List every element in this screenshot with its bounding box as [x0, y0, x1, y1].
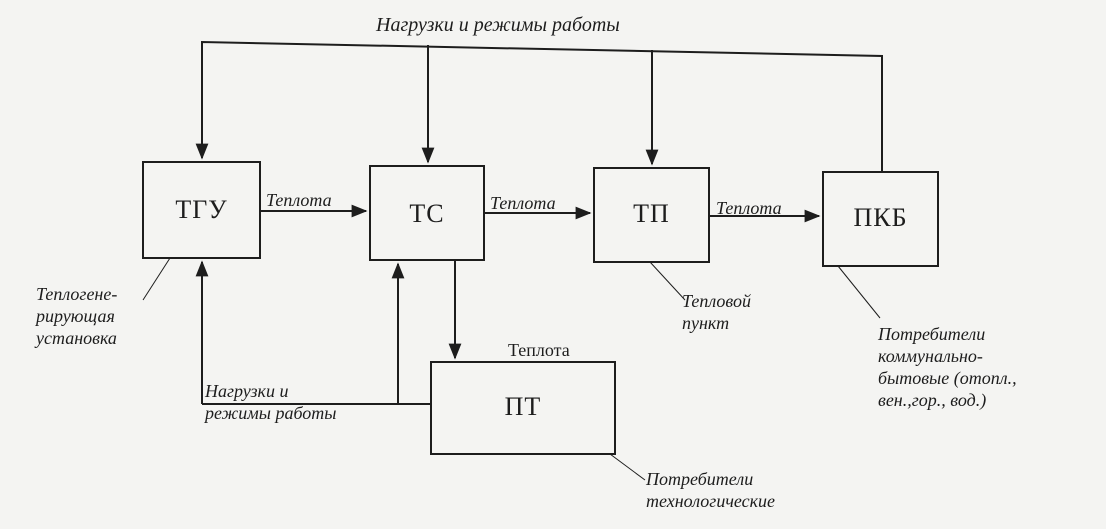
- leader-tp: [649, 261, 686, 301]
- leader-pkb: [837, 265, 881, 319]
- note-pkb: Потребители коммунально- бытовые (отопл.…: [878, 324, 1017, 410]
- block-pkb-label: ПКБ: [853, 203, 908, 232]
- top-bus: [195, 40, 883, 172]
- flow-label-tgu-ts: Теплота: [266, 190, 332, 210]
- note-tp: Тепловой пункт: [682, 291, 751, 333]
- block-tgu-label: ТГУ: [175, 195, 228, 224]
- block-ts-label: ТС: [409, 199, 445, 228]
- block-tp-label: ТП: [633, 199, 670, 228]
- block-pkb: [822, 171, 939, 267]
- flow-label-tp-pkb: Теплота: [716, 198, 782, 218]
- leader-tgu: [142, 257, 171, 301]
- block-pt-label: ПТ: [504, 392, 542, 421]
- flow-label-ts-pt: Теплота: [508, 340, 570, 360]
- note-tgu: Теплогене- рирующая установка: [36, 284, 118, 348]
- feedback-label: Нагрузки и режимы работы: [205, 381, 337, 423]
- block-pt: [430, 361, 616, 455]
- leader-pt: [609, 453, 646, 481]
- flow-label-ts-tp: Теплота: [490, 193, 556, 213]
- diagram-title: Нагрузки и режимы работы: [376, 14, 620, 36]
- note-pt: Потребители технологические: [646, 469, 776, 511]
